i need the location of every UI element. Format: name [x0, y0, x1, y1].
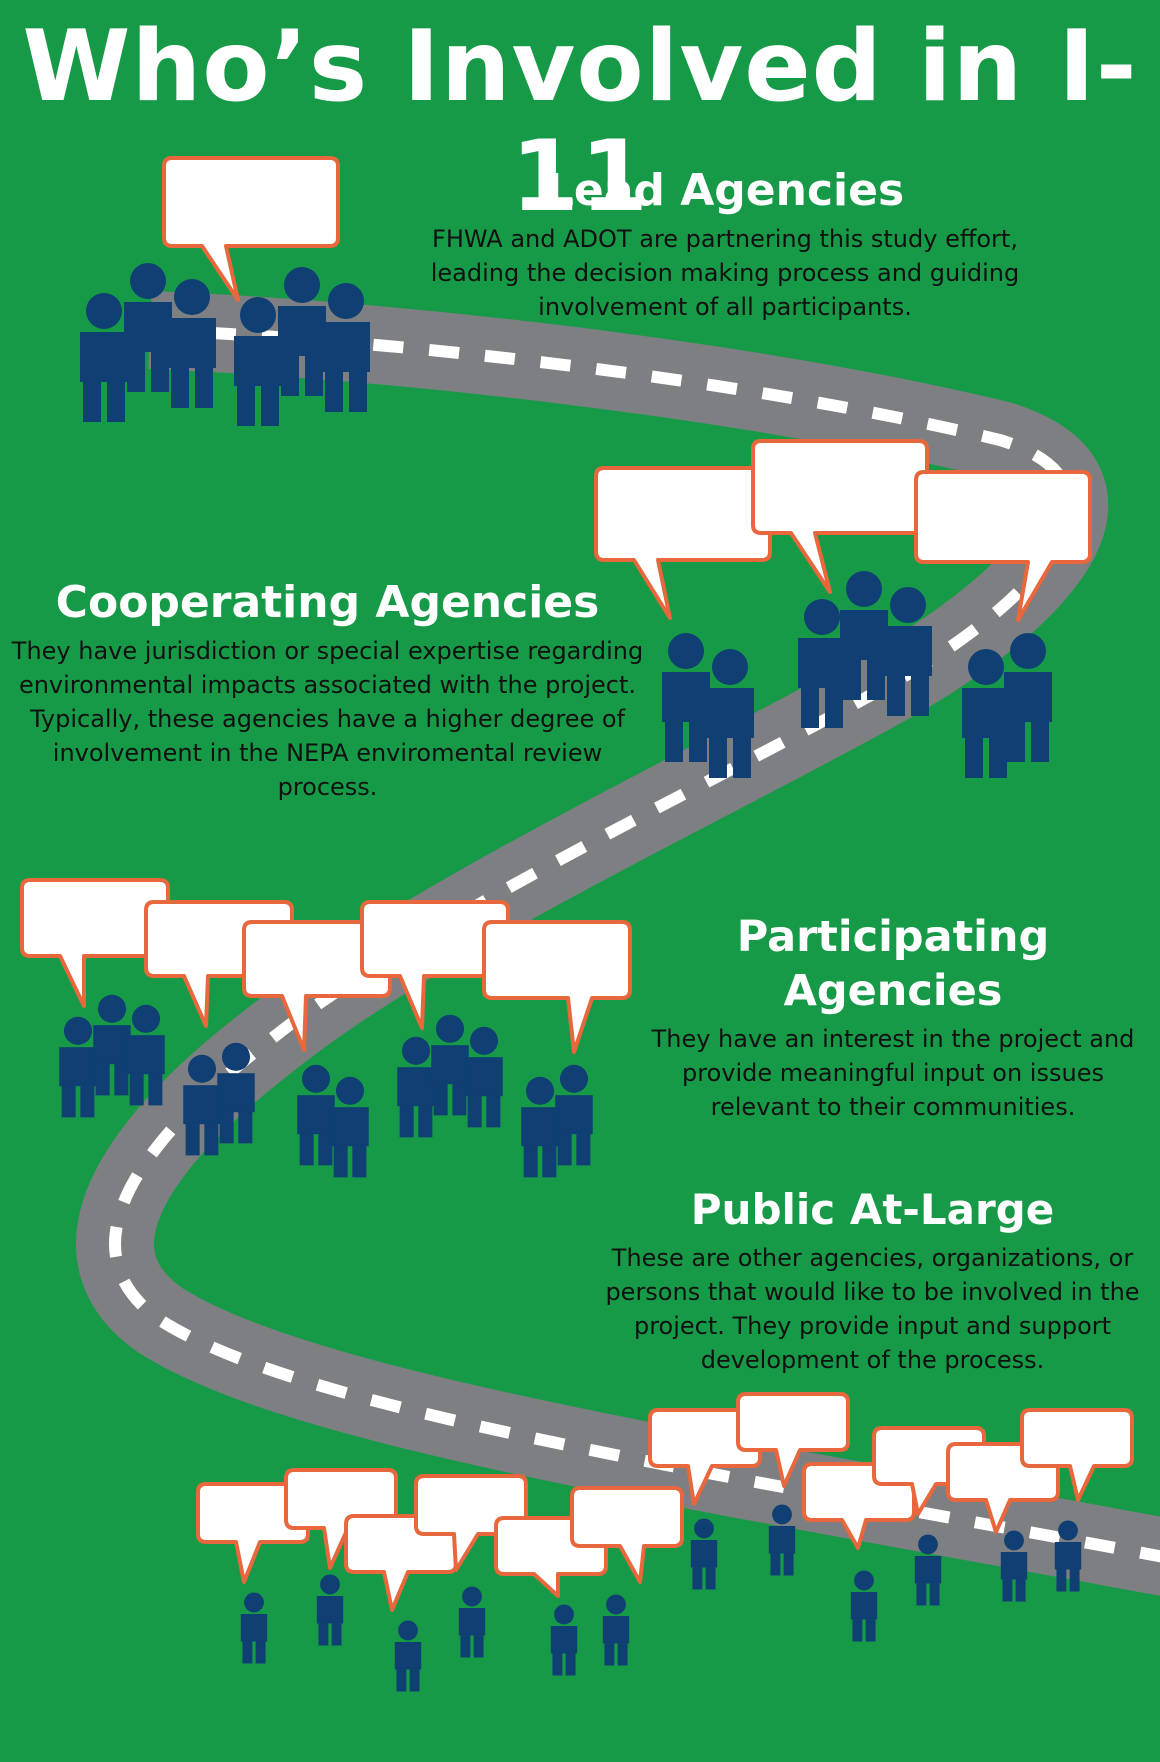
- person-icon: [322, 283, 370, 412]
- person-icon: [550, 1604, 578, 1676]
- person-icon: [240, 1592, 268, 1664]
- road: [76, 291, 1160, 1596]
- person-icon: [914, 1534, 942, 1606]
- person-icon: [690, 1518, 718, 1590]
- person-icon: [217, 1042, 255, 1144]
- speech-bubble-icon: [162, 156, 340, 302]
- person-icon: [458, 1586, 486, 1658]
- person-icon: [59, 1016, 97, 1118]
- cooperating-agencies-heading: Cooperating Agencies: [55, 577, 600, 628]
- speech-bubble-icon: [1020, 1408, 1134, 1502]
- speech-bubble-icon: [751, 439, 929, 594]
- person-icon: [183, 1054, 221, 1156]
- cooperating-agencies-description: They have jurisdiction or special expert…: [11, 637, 644, 801]
- person-icon: [234, 297, 282, 426]
- public-at-large-heading: Public At-Large: [690, 1185, 1055, 1234]
- person-icon: [768, 1504, 796, 1576]
- person-icon: [521, 1076, 559, 1178]
- person-icon: [798, 599, 846, 728]
- speech-bubble-icon: [20, 878, 170, 1008]
- person-icon: [331, 1076, 369, 1178]
- cooperating-agencies-section: Cooperating Agencies They have jurisdict…: [10, 576, 645, 804]
- person-icon: [124, 263, 172, 392]
- speech-bubble-icon: [414, 1474, 528, 1572]
- person-icon: [297, 1064, 335, 1166]
- person-icon: [168, 279, 216, 408]
- person-icon: [127, 1004, 165, 1106]
- person-icon: [884, 587, 932, 716]
- person-icon: [706, 649, 754, 778]
- speech-bubble-icon: [284, 1468, 398, 1570]
- public-at-large-section: Public At-Large These are other agencies…: [600, 1183, 1145, 1377]
- participating-agencies-description: They have an interest in the project and…: [651, 1025, 1135, 1121]
- person-icon: [850, 1570, 878, 1642]
- person-icon: [316, 1574, 344, 1646]
- person-icon: [962, 649, 1010, 778]
- person-icon: [1000, 1530, 1028, 1602]
- person-icon: [465, 1026, 503, 1128]
- person-icon: [840, 571, 888, 700]
- person-icon: [1004, 633, 1052, 762]
- person-icon: [93, 994, 131, 1096]
- page-title: Who’s Involved in I-11: [22, 10, 1138, 234]
- person-icon: [278, 267, 326, 396]
- speech-bubble-icon: [482, 920, 632, 1054]
- person-icon: [1054, 1520, 1082, 1592]
- person-icon: [431, 1014, 469, 1116]
- person-icon: [397, 1036, 435, 1138]
- lead-agencies-description: FHWA and ADOT are partnering this study …: [430, 225, 1020, 321]
- lead-agencies-heading: Lead Agencies: [545, 165, 905, 216]
- lead-agencies-section: Lead Agencies FHWA and ADOT are partneri…: [410, 164, 1040, 324]
- speech-bubble-icon: [570, 1486, 684, 1584]
- person-icon: [80, 293, 128, 422]
- person-icon: [662, 633, 710, 762]
- speech-bubble-icon: [736, 1392, 850, 1488]
- person-icon: [394, 1620, 422, 1692]
- public-at-large-description: These are other agencies, organizations,…: [605, 1244, 1140, 1374]
- speech-bubble-icon: [360, 900, 510, 1030]
- participating-agencies-section: Participating Agencies They have an inte…: [638, 910, 1148, 1124]
- participating-agencies-heading: Participating Agencies: [736, 912, 1050, 1016]
- speech-bubble-icon: [914, 470, 1092, 622]
- person-icon: [555, 1064, 593, 1166]
- person-icon: [602, 1594, 630, 1666]
